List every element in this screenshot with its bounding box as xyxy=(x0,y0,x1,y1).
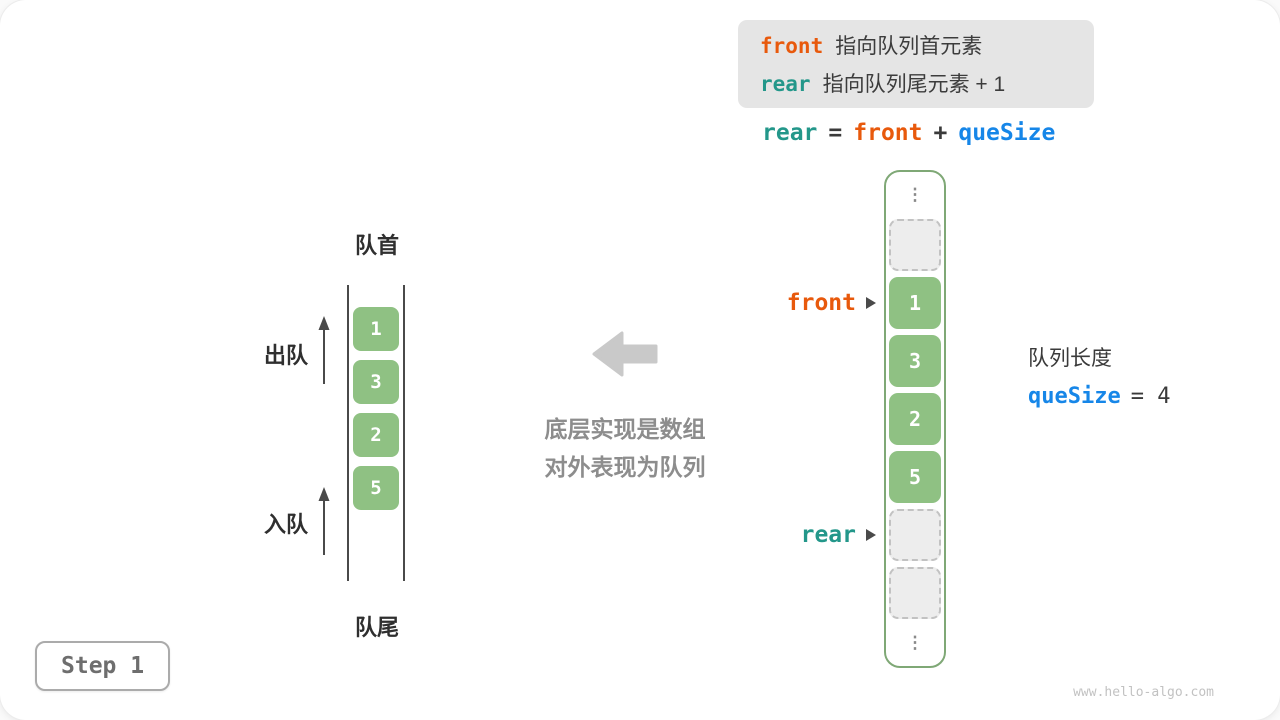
rear-pointer-arrow-icon xyxy=(866,529,876,541)
array-cell: 5 xyxy=(889,451,941,503)
array-ellipsis-bottom: ⋮ xyxy=(906,633,924,652)
formula-plus: + xyxy=(933,120,948,146)
watermark: www.hello-algo.com xyxy=(1073,685,1214,700)
rear-pointer: rear xyxy=(668,521,876,549)
queue-length-title: 队列长度 xyxy=(1028,347,1112,370)
front-description: 指向队列首元素 xyxy=(835,35,983,58)
queue-tail-label: 队尾 xyxy=(354,615,399,640)
array-empty-cell xyxy=(889,509,941,561)
center-annotation-line2: 对外表现为队列 xyxy=(544,454,706,480)
rear-description: 指向队列尾元素 + 1 xyxy=(822,73,1006,96)
rear-keyword: rear xyxy=(760,72,811,96)
queue-head-label: 队首 xyxy=(354,233,399,258)
front-keyword: front xyxy=(760,34,824,58)
quesize-keyword: queSize xyxy=(1028,384,1121,409)
array-container: ⋮ 1 3 2 5 ⋮ xyxy=(884,170,946,668)
legend-line-rear: rear 指向队列尾元素 + 1 xyxy=(760,68,1072,98)
array-empty-cell xyxy=(889,567,941,619)
array-cell: 2 xyxy=(889,393,941,445)
quesize-value: = 4 xyxy=(1130,384,1171,409)
queue-cell: 3 xyxy=(353,360,399,404)
front-pointer: front xyxy=(668,289,876,317)
formula-front: front xyxy=(853,120,923,146)
enqueue-label: 入队 xyxy=(263,512,308,537)
array-cell: 1 xyxy=(889,277,941,329)
step-badge: Step 1 xyxy=(35,641,171,691)
front-pointer-arrow-icon xyxy=(866,297,876,309)
dequeue-arrow-icon xyxy=(318,316,330,384)
formula-equals: = xyxy=(828,120,843,146)
array-cell: 3 xyxy=(889,335,941,387)
queue-cell: 5 xyxy=(353,466,399,510)
queue-cell: 2 xyxy=(353,413,399,457)
legend-box: front 指向队列首元素 rear 指向队列尾元素 + 1 xyxy=(738,20,1094,108)
center-annotation-line1: 底层实现是数组 xyxy=(544,416,706,442)
dequeue-label: 出队 xyxy=(263,343,308,368)
queue-length-expression: queSize = 4 xyxy=(1028,384,1170,409)
array-ellipsis-top: ⋮ xyxy=(906,185,924,204)
front-pointer-label: front xyxy=(786,290,856,316)
queue-rails: 1 3 2 5 xyxy=(347,285,405,581)
queue-length-note: 队列长度 queSize = 4 xyxy=(1028,342,1170,409)
enqueue-arrow-icon xyxy=(318,487,330,555)
queue-cell: 1 xyxy=(353,307,399,351)
rear-pointer-label: rear xyxy=(800,522,856,548)
formula: rear = front + queSize xyxy=(762,120,1055,146)
legend-line-front: front 指向队列首元素 xyxy=(760,30,1072,60)
formula-quesize: queSize xyxy=(958,120,1056,146)
left-arrow-icon xyxy=(592,331,658,377)
array-empty-cell xyxy=(889,219,941,271)
formula-rear: rear xyxy=(762,120,818,146)
center-annotation: 底层实现是数组 对外表现为队列 xyxy=(495,410,755,486)
